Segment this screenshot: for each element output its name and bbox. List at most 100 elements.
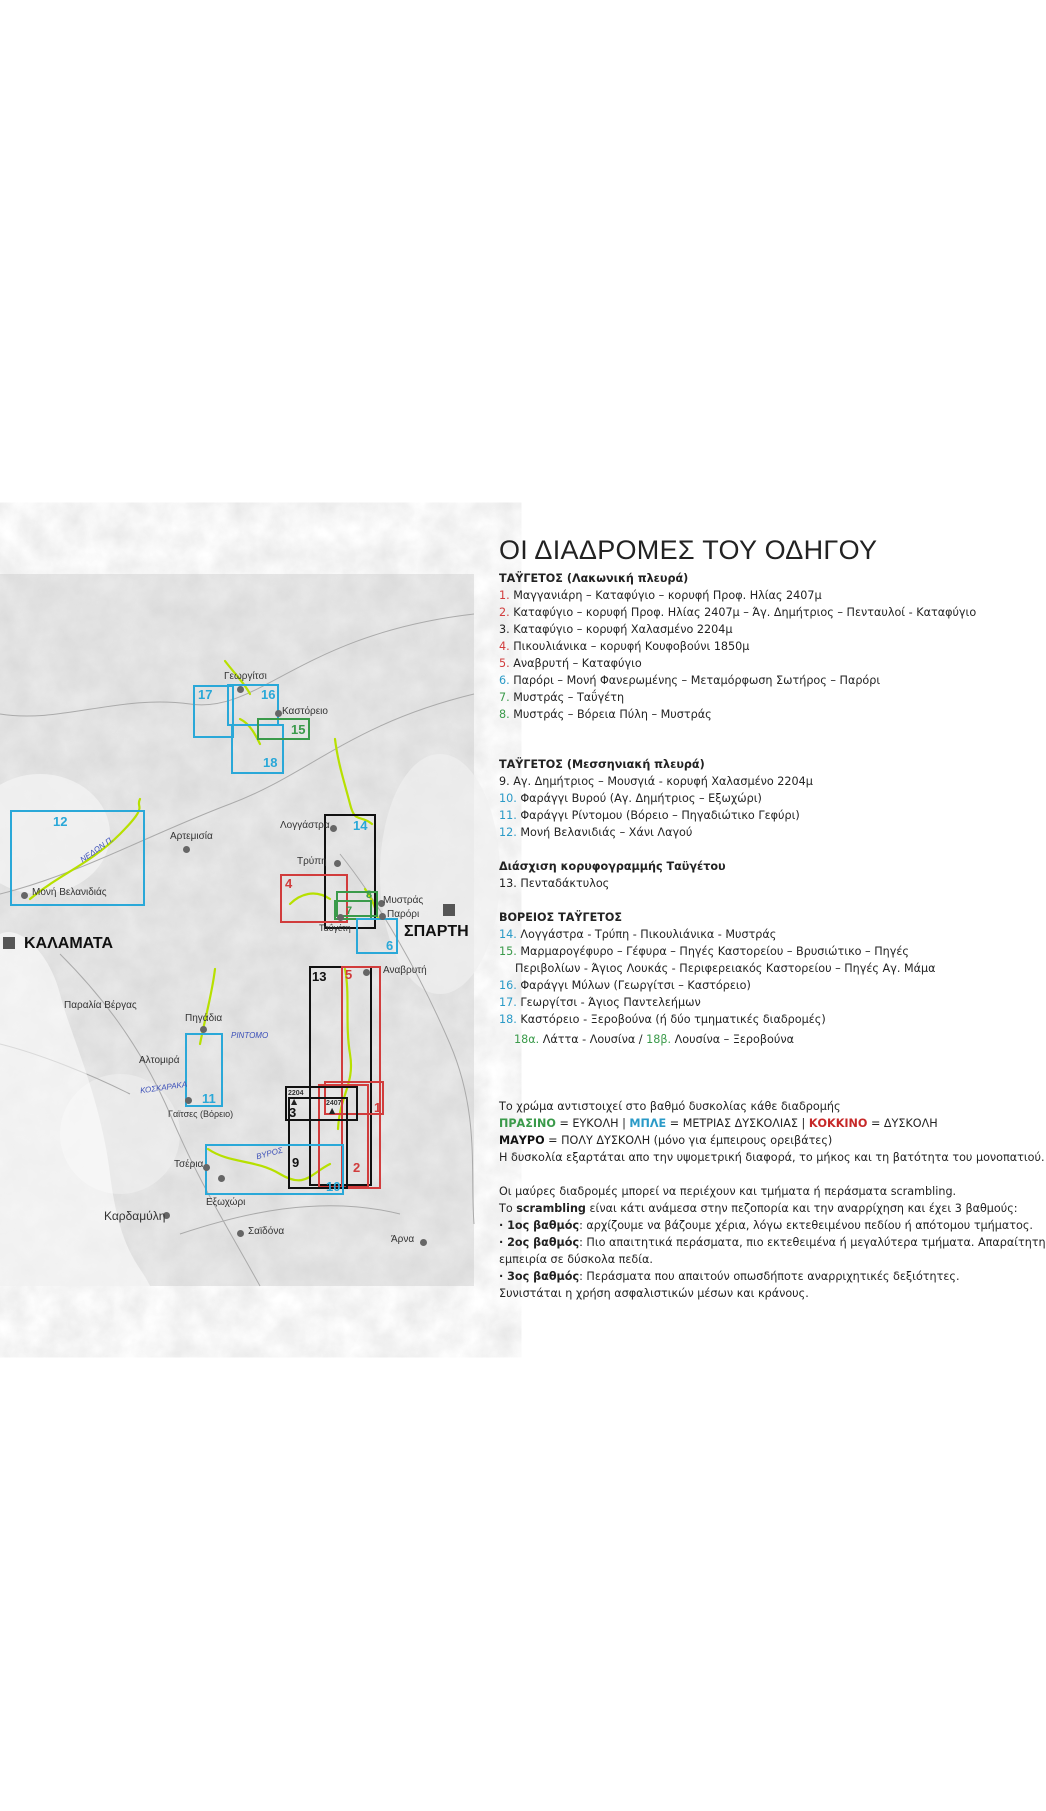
- route-item-9[interactable]: 9. Αγ. Δημήτριος – Μουσγιά - κορυφή Χαλα…: [499, 775, 813, 788]
- village-dot: [379, 913, 386, 920]
- route-box-5[interactable]: [341, 966, 381, 1189]
- village-dot: [337, 914, 344, 921]
- route-item-12[interactable]: 12. Μονή Βελανιδιάς – Χάνι Λαγού: [499, 826, 693, 839]
- scrambling-grade-3: · 3ος βαθμός: Περάσματα που απαιτούν οπω…: [499, 1270, 960, 1283]
- village-dot: [200, 1026, 207, 1033]
- box-label-8: 8: [366, 889, 373, 901]
- route-item-2[interactable]: 2. Καταφύγιο – κορυφή Προφ. Ηλίας 2407μ …: [499, 606, 977, 619]
- village-dot: [363, 969, 370, 976]
- route-box-8[interactable]: [336, 891, 378, 917]
- village-dot: [21, 892, 28, 899]
- route-box-9[interactable]: [288, 1097, 348, 1189]
- route-item-4[interactable]: 4. Πικουλιάνικα – κορυφή Κουφοβούνι 1850…: [499, 640, 750, 653]
- village-dot: [330, 825, 337, 832]
- village-dot: [378, 900, 385, 907]
- scrambling-grade-3-cont: Συνιστάται η χρήση ασφαλιστικών μέσων κα…: [499, 1287, 809, 1300]
- route-item-17[interactable]: 17. Γεωργίτσι - Άγιος Παντελεήμων: [499, 996, 701, 1009]
- place-anavryti: Αναβρυτή: [383, 965, 427, 976]
- box-label-14: 14: [353, 818, 368, 833]
- route-item-1[interactable]: 1. Μαγγανιάρη – Καταφύγιο – κορυφή Προφ.…: [499, 589, 822, 602]
- route-item-15[interactable]: 15. Μαρμαρογέφυρο – Γέφυρα – Πηγές Καστο…: [499, 945, 909, 958]
- section-heading: Διάσχιση κορυφογραμμής Ταϋγέτου: [499, 860, 726, 873]
- village-dot: [203, 1164, 210, 1171]
- place-trypi: Τρύπη: [297, 856, 327, 867]
- village-dot: [237, 686, 244, 693]
- place-gaitses: Γαϊτσες (Βόρειο): [168, 1109, 234, 1119]
- route-item-8[interactable]: 8. Μυστράς – Βόρεια Πύλη – Μυστράς: [499, 708, 712, 721]
- section-heading: ΤΑΫΓΕΤΟΣ (Λακωνική πλευρά): [499, 572, 689, 585]
- route-item-18-sub[interactable]: 18α. Λάττα - Λουσίνα / 18β. Λουσίνα – Ξε…: [514, 1033, 794, 1046]
- route-item-13[interactable]: 13. Πενταδάκτυλος: [499, 877, 610, 890]
- village-dot: [237, 1230, 244, 1237]
- route-box-7[interactable]: [334, 900, 372, 920]
- route-item-10[interactable]: 10. Φαράγγι Βυρού (Αγ. Δημήτριος – Εξωχώ…: [499, 792, 762, 805]
- route-item-11[interactable]: 11. Φαράγγι Ρίντομου (Βόρειο – Πηγαδιώτι…: [499, 809, 800, 822]
- place-kardamyli: Καρδαμύλη: [104, 1209, 166, 1223]
- box-label-15: 15: [291, 722, 306, 737]
- difficulty-scale: ΠΡΑΣΙΝΟ = ΕΥΚΟΛΗ | ΜΠΛΕ = ΜΕΤΡΙΑΣ ΔΥΣΚΟΛ…: [499, 1117, 938, 1130]
- route-box-15[interactable]: [257, 718, 310, 740]
- village-dot: [334, 860, 341, 867]
- difficulty-black: ΜΑΥΡΟ = ΠΟΛΥ ΔΥΣΚΟΛΗ (μόνο για έμπειρους…: [499, 1134, 833, 1147]
- box-label-17: 17: [198, 687, 213, 702]
- place-georgitsi: Γεωργίτσι: [224, 671, 267, 682]
- river-rintomo: ΡΙΝΤΟΜΟ: [231, 1031, 269, 1040]
- place-kalamata: ΚΑΛΑΜΑΤΑ: [24, 935, 114, 952]
- place-paralia-vergas: Παραλία Βέργας: [64, 1000, 137, 1011]
- peak-2407: 2407: [326, 1100, 342, 1107]
- route-item-18[interactable]: 18. Καστόρειο - Ξεροβούνα (ή δύο τμηματι…: [499, 1013, 826, 1026]
- route-box-11[interactable]: [185, 1033, 223, 1107]
- route-item-15-cont: Περιβολίων - Άγιος Λουκάς - Περιφερειακό…: [515, 962, 936, 975]
- place-artemisia: Αρτεμισία: [170, 831, 213, 842]
- place-kastoreio: Καστόρειο: [282, 706, 328, 717]
- route-box-3[interactable]: [285, 1086, 358, 1121]
- difficulty-intro: Το χρώμα αντιστοιχεί στο βαθμό δυσκολίας…: [499, 1100, 841, 1113]
- village-dot: [420, 1239, 427, 1246]
- city-square-sparti: [443, 904, 455, 916]
- route-box-6[interactable]: [356, 918, 398, 954]
- place-pigadia: Πηγάδια: [185, 1013, 223, 1024]
- route-legend: ΟΙ ΔΙΑΔΡΟΜΕΣ ΤΟΥ ΟΔΗΓΟΥ ΤΑΫΓΕΤΟΣ (Λακωνι…: [499, 534, 1046, 1300]
- box-label-7: 7: [346, 905, 353, 917]
- place-taygeti: Ταΰγέτη: [319, 923, 351, 933]
- place-mystras: Μυστράς: [383, 895, 424, 906]
- map-relief: [0, 574, 500, 1287]
- box-label-3: 3: [289, 1105, 297, 1120]
- village-dot: [185, 1097, 192, 1104]
- place-sparti: ΣΠΑΡΤΗ: [404, 923, 469, 940]
- box-label-12: 12: [53, 814, 68, 829]
- box-label-5: 5: [345, 967, 353, 982]
- route-item-5[interactable]: 5. Αναβρυτή – Καταφύγιο: [499, 657, 642, 670]
- place-saidona: Σαϊδόνα: [248, 1226, 285, 1237]
- scrambling-grade-2-cont: εμπειρία σε δύσκολα πεδία.: [499, 1253, 653, 1266]
- route-box-12[interactable]: [10, 810, 145, 906]
- village-dot: [275, 710, 282, 717]
- route-item-16[interactable]: 16. Φαράγγι Μύλων (Γεωργίτσι – Καστόρειο…: [499, 979, 751, 992]
- difficulty-note: Η δυσκολία εξαρτάται απο την υψομετρική …: [499, 1151, 1045, 1164]
- place-moni-velanidias: Μονή Βελανιδιάς: [32, 887, 107, 898]
- village-dot: [183, 846, 190, 853]
- route-box-14[interactable]: [324, 814, 376, 929]
- page-title: ΟΙ ΔΙΑΔΡΟΜΕΣ ΤΟΥ ΟΔΗΓΟΥ: [499, 535, 878, 565]
- place-exochori: Εξωχώρι: [206, 1197, 246, 1208]
- route-box-4[interactable]: [280, 874, 348, 923]
- route-box-17[interactable]: [193, 685, 234, 738]
- scrambling-line2: Το scrambling είναι κάτι ανάμεσα στην πε…: [499, 1202, 1018, 1215]
- box-label-18: 18: [263, 755, 278, 770]
- route-item-6[interactable]: 6. Παρόρι – Μονή Φανερωμένης – Μεταμόρφω…: [499, 674, 881, 687]
- village-dot: [163, 1212, 170, 1219]
- box-label-2: 2: [353, 1160, 361, 1175]
- box-label-10: 10: [326, 1179, 341, 1194]
- route-box-13[interactable]: [309, 966, 372, 1186]
- village-dot: [218, 1175, 225, 1182]
- peak-2204: 2204: [288, 1090, 304, 1097]
- place-tseria: Τσέρια: [174, 1159, 204, 1170]
- city-square-kalamata: [3, 937, 15, 949]
- box-label-13: 13: [312, 969, 327, 984]
- route-item-14[interactable]: 14. Λογγάστρα - Τρύπη - Πικουλιάνικα - Μ…: [499, 928, 777, 941]
- route-item-7[interactable]: 7. Μυστράς – Ταΰγέτη: [499, 691, 625, 704]
- place-parori: Παρόρι: [387, 909, 420, 920]
- section-heading: ΤΑΫΓΕΤΟΣ (Μεσσηνιακή πλευρά): [499, 758, 705, 771]
- box-label-1: 1: [374, 1100, 382, 1115]
- route-item-3[interactable]: 3. Καταφύγιο – κορυφή Χαλασμένο 2204μ: [499, 623, 733, 636]
